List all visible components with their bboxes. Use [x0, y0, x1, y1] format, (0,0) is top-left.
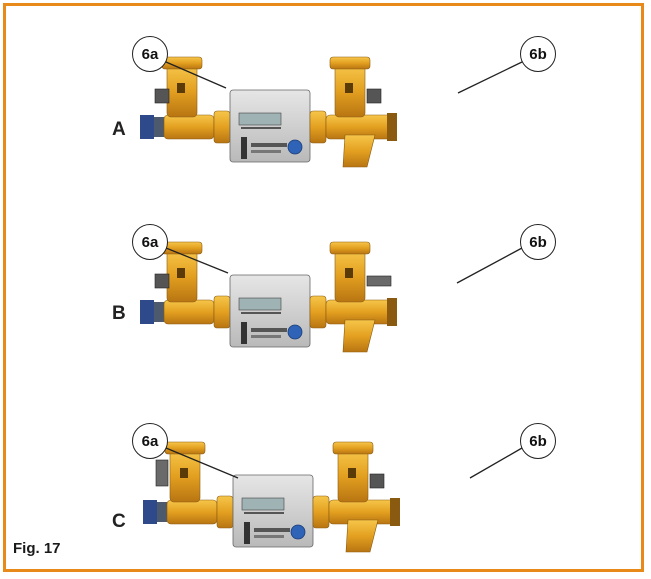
- handle-6b-row-b: [366, 275, 392, 287]
- callout-6b-row-b: 6b: [520, 224, 556, 260]
- assembly-row-a: [139, 56, 398, 168]
- callout-6a-row-c: 6a: [132, 423, 168, 459]
- row-label-c: C: [112, 511, 126, 532]
- figure-caption: Fig. 17: [13, 540, 61, 557]
- callout-6b-row-c: 6b: [520, 423, 556, 459]
- callout-leader-lines: [165, 61, 523, 479]
- callout-6b-row-a: 6b: [520, 36, 556, 72]
- figure-frame: [3, 3, 644, 572]
- row-label-b: B: [112, 303, 126, 324]
- assembly-row-c: [142, 441, 401, 553]
- handle-6b-row-a: [366, 88, 382, 104]
- assembly-row-b: [139, 241, 398, 353]
- handle-6a-row-b: [154, 273, 170, 289]
- handle-6b-row-c: [369, 473, 385, 489]
- callout-6a-row-a: 6a: [132, 36, 168, 72]
- callout-6a-row-b: 6a: [132, 224, 168, 260]
- handle-6a-row-c: [155, 459, 169, 487]
- handle-6a-row-a: [154, 88, 170, 104]
- row-label-a: A: [112, 119, 126, 140]
